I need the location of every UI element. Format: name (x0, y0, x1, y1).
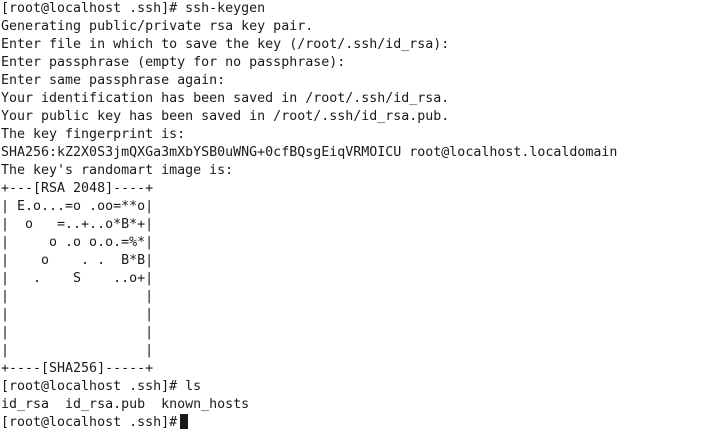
randomart-line: | | (1, 325, 154, 340)
terminal-line: Your identification has been saved in /r… (1, 91, 450, 106)
ls-output-line: id_rsa id_rsa.pub known_hosts (1, 397, 250, 412)
shell-prompt: [root@localhost .ssh]# (1, 415, 178, 430)
randomart-line: +---[RSA 2048]----+ (1, 181, 154, 196)
randomart-line: | . S ..o+| (1, 271, 154, 286)
randomart-line: | o . . B*B| (1, 253, 154, 268)
randomart-line: +----[SHA256]-----+ (1, 361, 154, 376)
randomart-line: | o .o o.o.=%*| (1, 235, 154, 250)
terminal-line: Enter file in which to save the key (/ro… (1, 37, 450, 52)
fingerprint-line: SHA256:kZ2X0S3jmQXGa3mXbYSB0uWNG+0cfBQsg… (1, 145, 618, 160)
terminal-line: Generating public/private rsa key pair. (1, 19, 314, 34)
terminal-line: Enter passphrase (empty for no passphras… (1, 55, 346, 70)
randomart-line: | | (1, 307, 154, 322)
randomart-line: | E.o...=o .oo=**o| (1, 199, 154, 214)
terminal-line: The key fingerprint is: (1, 127, 186, 142)
randomart-line: | | (1, 289, 154, 304)
current-prompt-line[interactable]: [root@localhost .ssh]# (1, 414, 724, 430)
terminal-line: Enter same passphrase again: (1, 73, 226, 88)
terminal-line: Your public key has been saved in /root/… (1, 109, 450, 124)
randomart-line: | o =..+..o*B*+| (1, 217, 154, 232)
randomart-line: | | (1, 343, 154, 358)
terminal-line: The key's randomart image is: (1, 163, 234, 178)
terminal-line: [root@localhost .ssh]# ssh-keygen (1, 1, 266, 16)
text-cursor[interactable] (180, 414, 189, 429)
terminal-line: [root@localhost .ssh]# ls (1, 379, 202, 394)
